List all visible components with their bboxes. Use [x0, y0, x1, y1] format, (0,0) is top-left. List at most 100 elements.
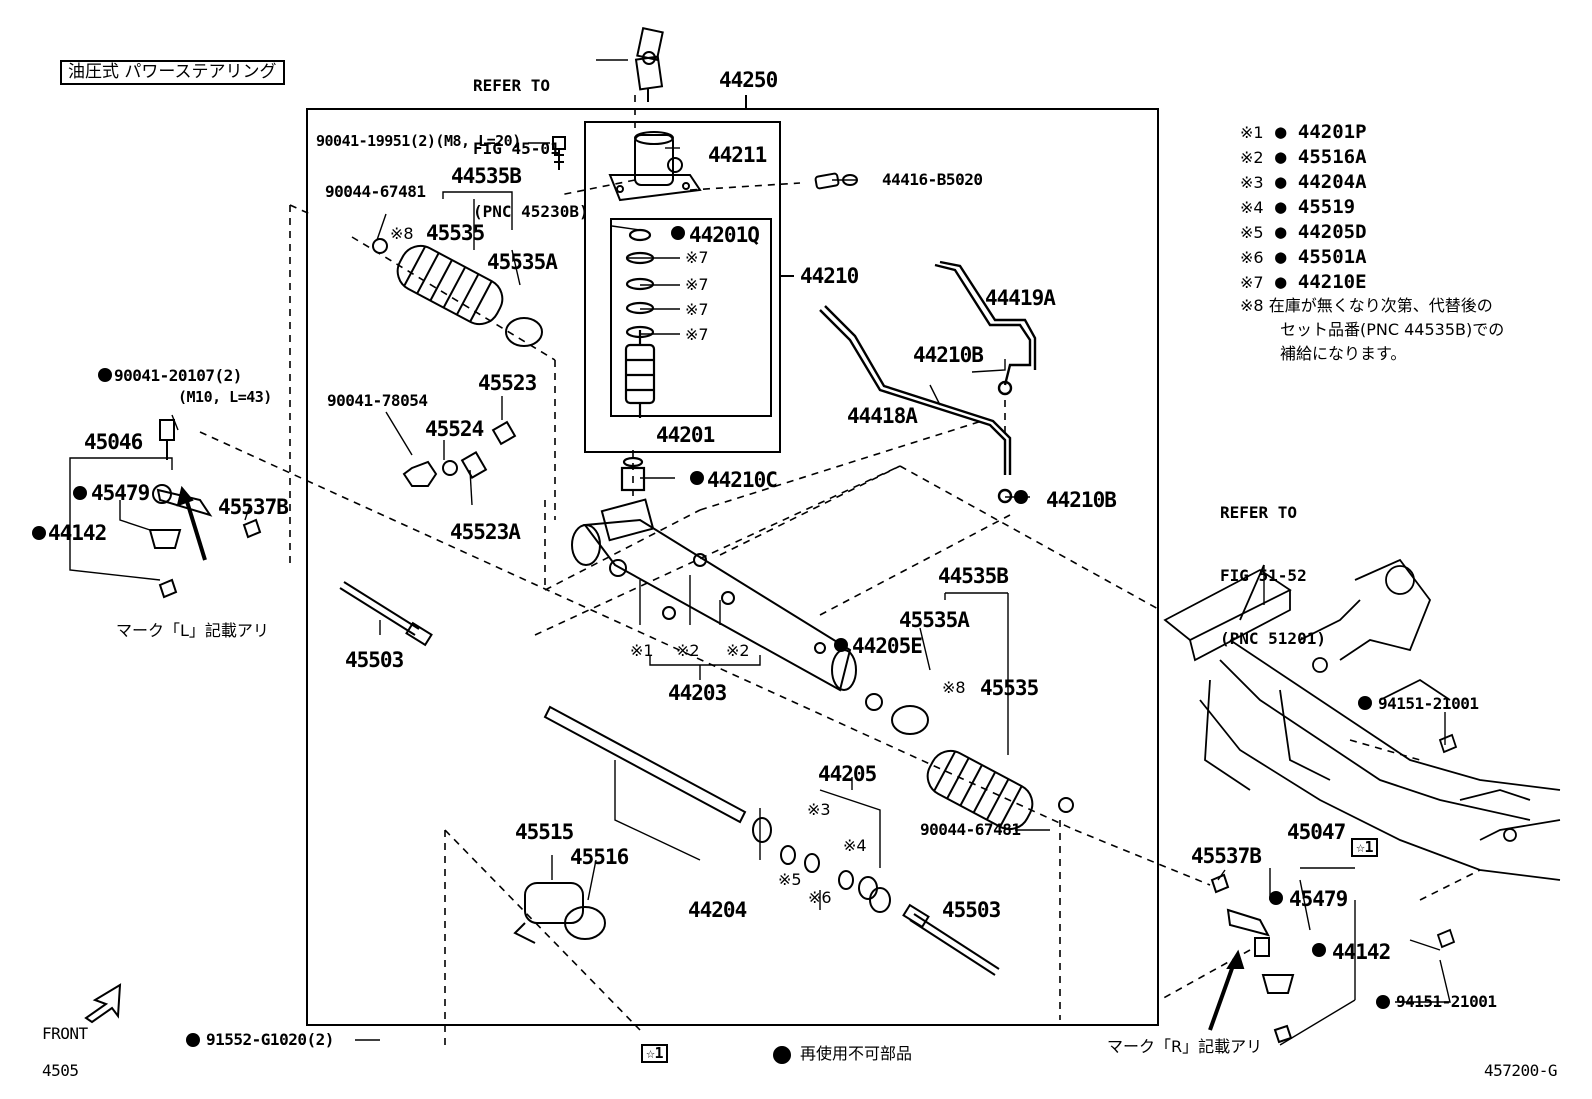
note-7-d: ※7	[685, 325, 709, 344]
label-44201q: 44201Q	[689, 223, 760, 247]
refer-top-line-1: REFER TO	[473, 76, 551, 95]
legend-mark: ※2	[1240, 148, 1264, 167]
note-6: ※6	[808, 888, 832, 907]
code-left: 4505	[42, 1061, 79, 1080]
label-91552-g1020: 91552-G1020(2)	[206, 1030, 334, 1049]
label-45479-right: 45479	[1289, 887, 1348, 911]
tie-rod-end-left	[148, 419, 262, 599]
label-90041-78054: 90041-78054	[327, 391, 428, 410]
legend-note-line: 在庫が無くなり次第、代替後の	[1268, 296, 1493, 315]
reuse-bullet-icon	[773, 1046, 791, 1064]
label-44142-left: 44142	[48, 521, 107, 545]
legend-note-line: セット品番(PNC 44535B)での	[1280, 320, 1505, 339]
clip-upper	[372, 238, 388, 254]
pipes	[819, 260, 1037, 504]
legend-part: 44205D	[1297, 221, 1367, 243]
boot-upper	[396, 244, 504, 326]
legend-mark: ※1	[1240, 123, 1264, 142]
clip-lower	[1058, 797, 1074, 813]
label-45535a-right: 45535A	[899, 608, 970, 632]
label-45535-top: 45535	[426, 221, 485, 245]
legend-row: ※4 ● 45519	[1240, 196, 1356, 218]
refer-right-line-3: (PNC 51201)	[1220, 629, 1326, 648]
label-45537b-left: 45537B	[218, 495, 289, 519]
label-44205e: 44205E	[852, 634, 923, 658]
note-5: ※5	[778, 870, 802, 889]
label-44204: 44204	[688, 898, 747, 922]
rack-housing	[571, 498, 857, 692]
legend-row: ※1 ● 44201P	[1240, 121, 1367, 143]
legend-row: ※3 ● 44204A	[1240, 171, 1367, 193]
label-45537b-right: 45537B	[1191, 844, 1262, 868]
label-90044-67481-top: 90044-67481	[325, 182, 426, 201]
legend-mark: ※5	[1240, 223, 1264, 242]
note-8-right: ※8	[942, 678, 966, 697]
label-44419a: 44419A	[985, 286, 1056, 310]
label-44535b-right: 44535B	[938, 564, 1009, 588]
note-2-a: ※2	[676, 641, 700, 660]
label-94151-bottom: 94151-21001	[1396, 992, 1497, 1011]
refer-top-line-2: FIG 45-01	[473, 139, 560, 158]
legend-row: ※7 ● 44210E	[1240, 271, 1367, 293]
label-44210c: 44210C	[707, 468, 778, 492]
label-44205: 44205	[818, 762, 877, 786]
diagram-title-box: 油圧式 パワーステアリング	[60, 60, 285, 85]
legend-row: ※5 ● 44205D	[1240, 221, 1367, 243]
label-45523: 45523	[478, 371, 537, 395]
label-45503-right: 45503	[942, 898, 1001, 922]
seal-44205E	[865, 693, 883, 711]
label-mark-r: マーク「R」記載アリ	[1107, 1037, 1263, 1056]
label-44210b-top: 44210B	[913, 343, 984, 367]
label-44210b-bottom: 44210B	[1046, 488, 1117, 512]
note-8-top: ※8	[390, 224, 414, 243]
legend-note: ※8 在庫が無くなり次第、代替後の セット品番(PNC 44535B)での 補給…	[1240, 294, 1504, 366]
label-94151-top: 94151-21001	[1378, 694, 1479, 713]
note-7-a: ※7	[685, 248, 709, 267]
legend-part: 44204A	[1297, 171, 1367, 193]
small-bolt	[552, 136, 566, 170]
code-right: 457200-G	[1484, 1061, 1558, 1080]
label-44535b-top: 44535B	[451, 164, 522, 188]
crossmember-sketch	[1163, 558, 1561, 949]
label-star1-bottom: ☆1	[641, 1044, 669, 1063]
label-45516: 45516	[570, 845, 629, 869]
note-1: ※1	[630, 641, 654, 660]
valve-housing	[608, 131, 702, 202]
note-7-b: ※7	[685, 275, 709, 294]
legend-mark: ※6	[1240, 248, 1264, 267]
assembly-frame	[306, 108, 1159, 1026]
bullet-markers	[32, 226, 1390, 1047]
refer-top-line-3: (PNC 45230B)	[473, 202, 589, 221]
banjo-bolt	[814, 172, 858, 190]
refer-right-line-1: REFER TO	[1220, 503, 1298, 522]
legend-part: 44210E	[1297, 271, 1367, 293]
note-3: ※3	[807, 800, 831, 819]
label-44250: 44250	[719, 68, 778, 92]
legend-part: 45516A	[1297, 146, 1367, 168]
legend-mark: ※3	[1240, 173, 1264, 192]
note-7-c: ※7	[685, 300, 709, 319]
label-45047: 45047	[1287, 820, 1346, 844]
label-44211: 44211	[708, 143, 767, 167]
label-45479-left: 45479	[91, 481, 150, 505]
tie-rod-end-right	[1208, 873, 1295, 1044]
reuse-note: 再使用不可部品	[800, 1044, 913, 1063]
front-arrow-icon	[84, 983, 122, 1024]
label-90041-20107-spec: (M10, L=43)	[178, 388, 272, 406]
valve-inner-subframe	[610, 218, 772, 417]
refer-top: REFER TO FIG 45-01 (PNC 45230B)	[473, 33, 589, 243]
refer-right: REFER TO FIG 51-52 (PNC 51201)	[1220, 460, 1326, 670]
legend-row: ※2 ● 45516A	[1240, 146, 1367, 168]
valve-seals	[620, 228, 656, 492]
label-front: FRONT	[42, 1024, 88, 1043]
rack-mount	[513, 882, 606, 944]
label-45515: 45515	[515, 820, 574, 844]
boot-lower	[926, 749, 1034, 831]
tie-rod-left	[339, 581, 433, 647]
small-parts-left	[402, 420, 517, 487]
note-2-b: ※2	[726, 641, 750, 660]
label-90044-67481-right: 90044-67481	[920, 820, 1021, 839]
label-90041-19951: 90041-19951(2)(M8, L=20)	[316, 132, 521, 150]
refer-right-line-2: FIG 51-52	[1220, 566, 1307, 585]
